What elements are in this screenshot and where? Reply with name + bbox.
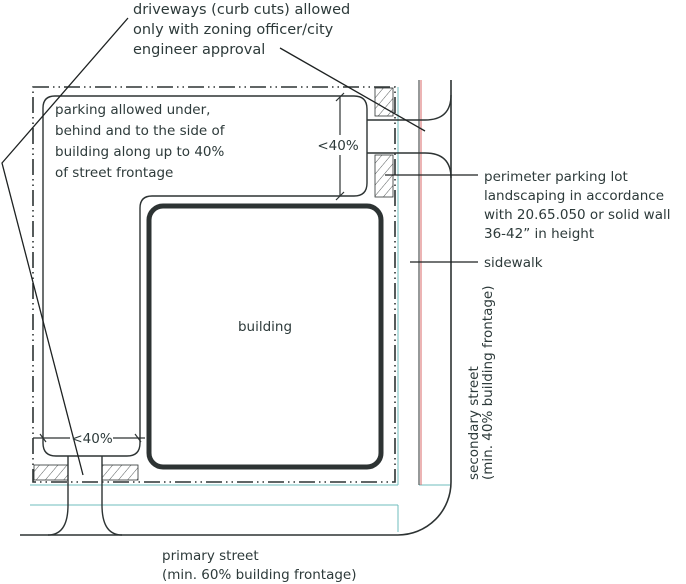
parking-line-3: building along up to 40% — [55, 144, 225, 160]
driveways — [47, 94, 452, 536]
primary-street-line-2: (min. 60% building frontage) — [162, 567, 357, 583]
driveways-line-3: engineer approval — [133, 42, 265, 58]
street-curb — [20, 80, 452, 536]
perimeter-note: perimeter parking lot landscaping in acc… — [484, 169, 671, 242]
dimension-lines — [33, 92, 345, 443]
perimeter-line-2: landscaping in accordance — [484, 188, 664, 204]
dim-horizontal-label: <40% — [71, 431, 112, 447]
perimeter-line-1: perimeter parking lot — [484, 169, 628, 185]
building-label: building — [238, 319, 292, 335]
dim-vertical-label: <40% — [317, 138, 358, 154]
landscaping-strips — [33, 87, 394, 481]
perimeter-line-3: with 20.65.050 or solid wall — [484, 207, 671, 223]
secondary-street-line-2: (min. 40% building frontage) — [480, 286, 496, 481]
building-footprint — [146, 203, 384, 470]
parking-note: parking allowed under, behind and to the… — [55, 102, 226, 181]
leader-lines — [1, 17, 478, 476]
driveways-line-2: only with zoning officer/city — [133, 22, 334, 38]
parking-area-outline — [42, 95, 368, 457]
perimeter-line-4: 36-42” in height — [484, 226, 594, 242]
primary-street-label: primary street (min. 60% building fronta… — [162, 548, 357, 583]
parking-line-1: parking allowed under, — [55, 102, 210, 118]
parking-line-4: of street frontage — [55, 165, 173, 181]
primary-street-line-1: primary street — [162, 548, 259, 564]
secondary-street-label: secondary street (min. 40% building fron… — [466, 286, 496, 481]
secondary-street-line-1: secondary street — [466, 366, 482, 480]
driveways-line-1: driveways (curb cuts) allowed — [133, 2, 350, 18]
parking-line-2: behind and to the side of — [55, 123, 226, 139]
driveways-note: driveways (curb cuts) allowed only with … — [133, 2, 350, 58]
sidewalk-label: sidewalk — [484, 255, 543, 271]
